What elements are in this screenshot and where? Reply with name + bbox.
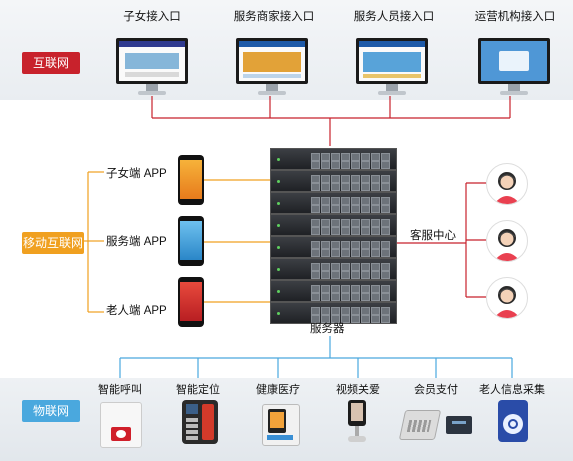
smart-call-device-icon — [100, 402, 142, 448]
mobile-connectors — [84, 171, 270, 313]
server-unit — [270, 148, 397, 170]
app-label-elderly: 老人端 APP — [106, 305, 167, 317]
app-label-children: 子女端 APP — [106, 168, 167, 180]
device-label-smart-locate: 智能定位 — [176, 384, 220, 396]
app-label-service: 服务端 APP — [106, 236, 167, 248]
server-unit — [270, 192, 397, 214]
health-care-device-icon — [262, 404, 300, 446]
service-center-label: 客服中心 — [410, 230, 456, 242]
server-unit — [270, 214, 397, 236]
entry-label-staff: 服务人员接入口 — [353, 11, 435, 23]
entry-label-merchants: 服务商家接入口 — [233, 11, 315, 23]
iot-connectors — [119, 336, 513, 378]
server-unit — [270, 236, 397, 258]
smart-locate-phone-icon — [182, 400, 218, 444]
monitor-merchants — [236, 38, 308, 96]
member-payment-device-icon — [398, 406, 474, 442]
elderly-info-collector-icon — [498, 400, 528, 442]
server-unit — [270, 302, 397, 324]
monitor-operators — [478, 38, 550, 96]
server-unit — [270, 280, 397, 302]
server-unit — [270, 170, 397, 192]
device-label-health-care: 健康医疗 — [256, 384, 300, 396]
entry-label-children: 子女接入口 — [123, 11, 181, 23]
monitor-children — [116, 38, 188, 96]
video-care-device-icon — [346, 400, 370, 444]
server-label: 服务器 — [310, 323, 345, 335]
mobile-internet-tag: 移动互联网 — [22, 232, 84, 254]
phone-elderly — [178, 277, 204, 327]
phone-service — [178, 216, 204, 266]
entry-label-operators: 运营机构接入口 — [474, 11, 556, 23]
phone-children — [178, 155, 204, 205]
monitor-staff — [356, 38, 428, 96]
customer-service-agent-icon — [486, 163, 528, 205]
internet-tag: 互联网 — [22, 52, 80, 74]
iot-tag: 物联网 — [22, 400, 80, 422]
customer-service-agent-icon — [486, 277, 528, 319]
device-label-video-care: 视频关爱 — [336, 384, 380, 396]
device-label-elderly-info: 老人信息采集 — [479, 384, 545, 396]
device-label-member-payment: 会员支付 — [414, 384, 458, 396]
internet-connectors — [151, 96, 511, 298]
server-unit — [270, 258, 397, 280]
customer-service-agent-icon — [486, 220, 528, 262]
device-label-smart-call: 智能呼叫 — [98, 384, 142, 396]
